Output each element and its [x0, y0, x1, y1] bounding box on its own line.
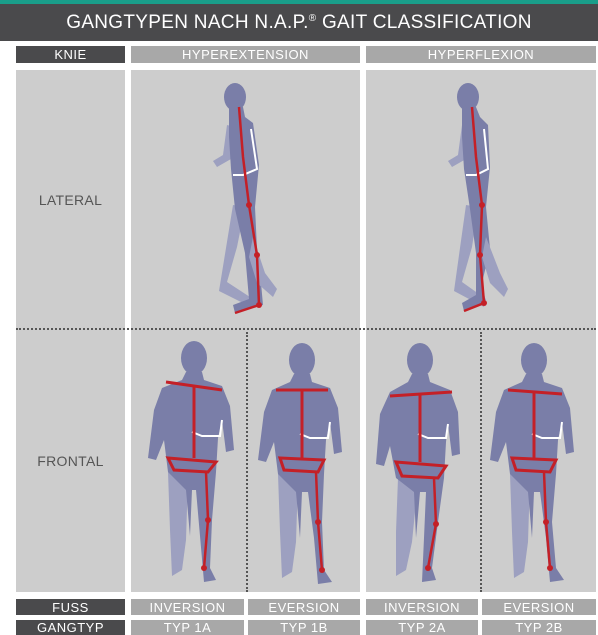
- hip-joint-dot: [479, 202, 485, 208]
- fuss-typ-2a: INVERSION: [366, 599, 478, 615]
- fuss-typ-1b: EVERSION: [248, 599, 360, 615]
- body: [148, 372, 234, 582]
- fuss-typ-2b: EVERSION: [482, 599, 596, 615]
- row-label-frontal: FRONTAL: [16, 330, 125, 592]
- page-title: GANGTYPEN NACH N.A.P.® GAIT CLASSIFICATI…: [0, 4, 598, 41]
- knee-joint-dot: [433, 521, 439, 527]
- title-main: GANGTYPEN NACH N.A.P.: [66, 12, 308, 34]
- head: [407, 343, 433, 377]
- row-divider: [16, 328, 596, 330]
- ankle-joint-dot: [201, 565, 207, 571]
- hip-joint-dot: [246, 202, 252, 208]
- body: [490, 374, 574, 582]
- row-label-lateral: LATERAL: [16, 70, 125, 330]
- footer-label-gangtyp: GANGTYP: [16, 620, 125, 635]
- head: [521, 343, 547, 377]
- knee-joint-dot: [477, 252, 483, 258]
- head: [181, 341, 207, 375]
- frontal-figure-typ-1a: [138, 340, 242, 585]
- gangtyp-2a: TYP 2A: [366, 620, 478, 635]
- gangtyp-2b: TYP 2B: [482, 620, 596, 635]
- ankle-joint-dot: [425, 565, 431, 571]
- lateral-figure-hyperextension: [205, 77, 295, 322]
- title-sub: GAIT CLASSIFICATION: [322, 12, 532, 34]
- footer-label-fuss: FUSS: [16, 599, 125, 615]
- header-knie: KNIE: [16, 46, 125, 63]
- header-hyperflexion: HYPERFLEXION: [366, 46, 596, 63]
- frontal-figure-typ-2b: [486, 342, 590, 587]
- column-divider-typ2: [480, 332, 482, 592]
- front-leg: [482, 237, 508, 297]
- ankle-joint-dot: [256, 302, 262, 308]
- gangtyp-1a: TYP 1A: [131, 620, 244, 635]
- head: [289, 343, 315, 377]
- knee-joint-dot: [315, 519, 321, 525]
- knee-joint-dot: [205, 517, 211, 523]
- frontal-figure-typ-1b: [252, 342, 356, 587]
- ankle-joint-dot: [547, 565, 553, 571]
- head: [457, 83, 479, 111]
- knee-joint-dot: [543, 519, 549, 525]
- knee-joint-dot: [254, 252, 260, 258]
- header-hyperextension: HYPEREXTENSION: [131, 46, 360, 63]
- ankle-joint-dot: [481, 300, 487, 306]
- head: [224, 83, 246, 111]
- lateral-figure-hyperflexion: [442, 77, 532, 322]
- fuss-typ-1a: INVERSION: [131, 599, 244, 615]
- column-divider-typ1: [246, 332, 248, 592]
- gangtyp-1b: TYP 1B: [248, 620, 360, 635]
- frontal-figure-typ-2a: [372, 342, 476, 587]
- registered-mark: ®: [309, 13, 317, 24]
- ankle-joint-dot: [319, 567, 325, 573]
- body: [258, 374, 342, 584]
